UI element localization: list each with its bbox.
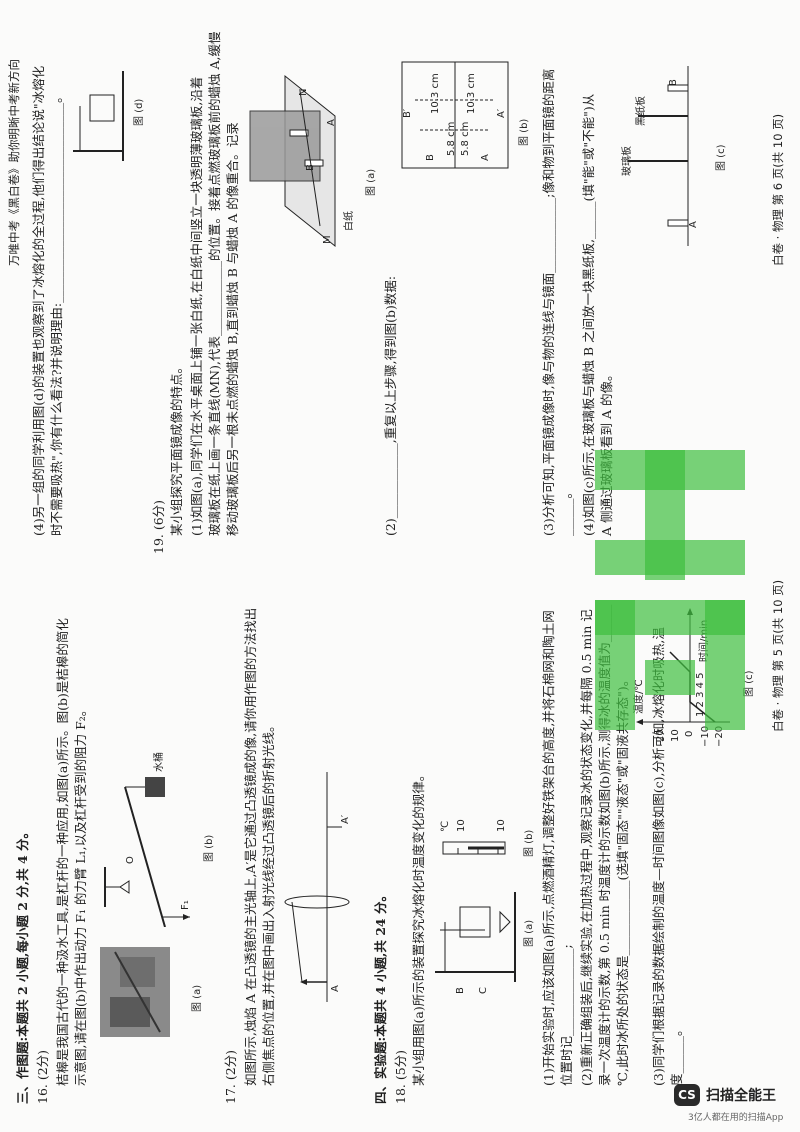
point-a-label: A	[480, 154, 491, 161]
fig-16b-label: 图 (b)	[204, 834, 215, 862]
exam-page-5: 三、作图题:本题共 2 小题,每小题 2 分,共 4 分。 16. (2分) 桔…	[0, 566, 800, 1132]
line-n-label: N	[298, 88, 309, 96]
candle-a-setup-label: A	[326, 119, 337, 126]
fig-c-candle-a-label: A	[688, 221, 699, 228]
q19-part3-line1: (3)分析可知,平面镜成像时,像与物的连线与镜面____________;像和物…	[541, 68, 556, 536]
question-17-number: 17. (2分)	[223, 1049, 238, 1104]
page-5-footer: 白卷 · 物理 第 5 页(共 10 页)	[771, 579, 785, 732]
convex-lens-diagram	[284, 772, 350, 1002]
thermometer-10-label: 10	[456, 819, 467, 832]
pivot-o-label: O	[125, 856, 136, 864]
degree-unit-label: ℃	[440, 820, 451, 832]
plane-mirror-setup-diagram	[249, 74, 336, 248]
scanner-app-logo: CS 扫描全能王 3亿人都在用的扫描App	[674, 1082, 794, 1124]
q18-part4-line1: (4)另一组的同学利用图(d)的装置也观察到了冰熔化的全过程,他们得出结论说"冰…	[31, 65, 46, 536]
q18-part1-line1: (1)开始实验时,应该如图(a)所示,点燃酒精灯,调整好铁架台的高度,并将石棉网…	[541, 610, 556, 1086]
question-19-intro: 某小组探究平面镜成像的特点。	[169, 360, 184, 536]
point-a-prime-label: A′	[496, 108, 507, 118]
lever-diagram	[104, 777, 190, 927]
q19-part3-line2: ______。	[559, 485, 574, 536]
black-board-setup-diagram	[628, 66, 689, 246]
clamp-c-label: C	[478, 987, 489, 994]
distance-5-8-a: 5.8 cm	[446, 121, 457, 156]
point-b-prime-label: B′	[402, 108, 413, 118]
candle-b-setup-label: B	[305, 164, 316, 171]
question-18-number: 18. (5分)	[393, 1049, 408, 1104]
fig-18b-label: 图 (b)	[524, 829, 535, 857]
q19-part2-line1: (2)____________,重复以上步骤,得到图(b)数据:	[383, 275, 398, 536]
candle-a-label: A	[330, 985, 341, 992]
question-17-text-2: 右侧焦点的位置,并在图中画出入射光线经过凸透镜后的折射光线。	[261, 719, 276, 1086]
app-tagline: 3亿人都在用的扫描App	[688, 1113, 784, 1123]
thermometer-diagram	[442, 841, 506, 855]
question-16-text-1: 桔槔是我国古代的一种汲水工具,是杠杆的一种应用,如图(a)所示。图(b)是桔槔的…	[55, 618, 70, 1086]
clamp-b-label: B	[455, 987, 466, 994]
question-19-number: 19. (6分)	[151, 499, 166, 554]
fig-19b-label: 图 (b)	[519, 118, 530, 146]
time-axis-label: 时间/min	[699, 619, 710, 662]
question-17-text-1: 如图所示,烛焰 A 在凸透镜的主光轴上,A′是它通过凸透镜成的像,请你用作图的方…	[243, 607, 258, 1086]
x-ticks-label: 1 2 3 4 5	[695, 672, 706, 717]
glass-plate-label: 玻璃板	[622, 146, 633, 176]
distance-10-3-a: 10.3 cm	[430, 73, 441, 114]
page-6-footer: 白卷 · 物理 第 6 页(共 10 页)	[771, 113, 785, 266]
section-4-heading: 四、实验题:本题共 4 小题,共 24 分。	[373, 889, 388, 1104]
well-sweep-photo	[100, 947, 170, 1037]
fig-c-candle-b-label: B	[668, 79, 679, 86]
melting-apparatus-diagram	[435, 892, 516, 982]
fig-18a-label: 图 (a)	[524, 919, 535, 947]
distance-5-8-b: 5.8 cm	[460, 121, 471, 156]
q19-part1-line1: (1)如图(a),同学们在水平桌面上铺一张白纸,在白纸中间竖立一块透明薄玻璃板,…	[189, 76, 204, 536]
q19-part4-line1: (4)如图(c)所示,在玻璃板与蜡烛 B 之间放一块黑纸板,______(填"能…	[581, 93, 596, 536]
q18-part3-line2: 度______。	[669, 1023, 684, 1086]
q19-part1-line3: 移动玻璃板后另一根未点燃的蜡烛 B,直到蜡烛 B 与蜡烛 A 的像重合。记录	[225, 122, 240, 536]
q18-part3-line1: (3)同学们根据记录的数据绘制的温度—时间图像如图(c),分析可知,冰熔化时吸热…	[651, 627, 666, 1086]
question-18-intro: 某小组用图(a)所示的装置探究冰熔化时温度变化的规律。	[411, 768, 426, 1086]
tick-0-label: 0	[684, 730, 695, 737]
temp-axis-label: 温度/℃	[634, 679, 645, 714]
tick-minus-20-label: −20	[714, 725, 725, 747]
q19-part4-line2: A 侧通过玻璃板看到 A 的像。	[599, 368, 614, 536]
fig-18d-label: 图 (d)	[134, 98, 145, 126]
thermometer-10b-label: 10	[496, 819, 507, 832]
fig-16a-label: 图 (a)	[192, 984, 203, 1012]
question-16-text-2: 示意图,请在图(b)中作出动力 F₁ 的力臂 L₁,以及杠杆受到的阻力 F₂。	[73, 703, 88, 1086]
fig-18c-label: 图 (c)	[744, 670, 755, 697]
fig-19a-label: 图 (a)	[366, 168, 377, 196]
app-name: 扫描全能王	[706, 1088, 776, 1104]
q19-part1-line2: 玻璃板在纸上画一条直线(MN),代表____________的位置。接着点燃玻璃…	[207, 31, 222, 536]
cs-badge-icon: CS	[674, 1084, 700, 1106]
line-m-label: M	[322, 235, 333, 244]
section-3-heading: 三、作图题:本题共 2 小题,每小题 2 分,共 4 分。	[15, 825, 30, 1104]
q18-part2-line2: 录一次温度计的示数,第 0.5 min 时温度计的示数如图(b)所示,测得冰的温…	[597, 604, 612, 1086]
apparatus-d-diagram	[73, 71, 124, 161]
white-paper-label: 白纸	[344, 211, 355, 231]
question-16-number: 16. (2分)	[35, 1049, 50, 1104]
tick-minus-10-label: −10	[700, 725, 711, 747]
bucket-label: 水桶	[154, 752, 165, 772]
force-f1-label: F₁	[180, 900, 191, 910]
fig-19c-label: 图 (c)	[716, 144, 727, 171]
black-board-label: 黑纸板	[636, 96, 647, 126]
distance-10-3-b: 10.3 cm	[466, 73, 477, 114]
page-6-header: 万唯中考《黑白卷》助你明晰中考新方向	[7, 59, 21, 266]
image-a-prime-label: A′	[340, 814, 351, 824]
image-distance-data-diagram	[401, 61, 509, 169]
q18-part4-line2: 时不需要吸热",你有什么看法?并说明理由:___________________…	[49, 90, 64, 536]
tick-10-label: 10	[670, 729, 681, 742]
q18-part2-line1: (2)重新正确组装后,继续实验,在加热过程中,观察记录冰的状态变化,并每隔 0.…	[579, 609, 594, 1086]
q18-part1-line2: 位置时记______________;	[559, 944, 574, 1086]
exam-page-6: 万唯中考《黑白卷》助你明晰中考新方向 (4)另一组的同学利用图(d)的装置也观察…	[7, 31, 785, 554]
point-b-label: B	[425, 154, 436, 161]
